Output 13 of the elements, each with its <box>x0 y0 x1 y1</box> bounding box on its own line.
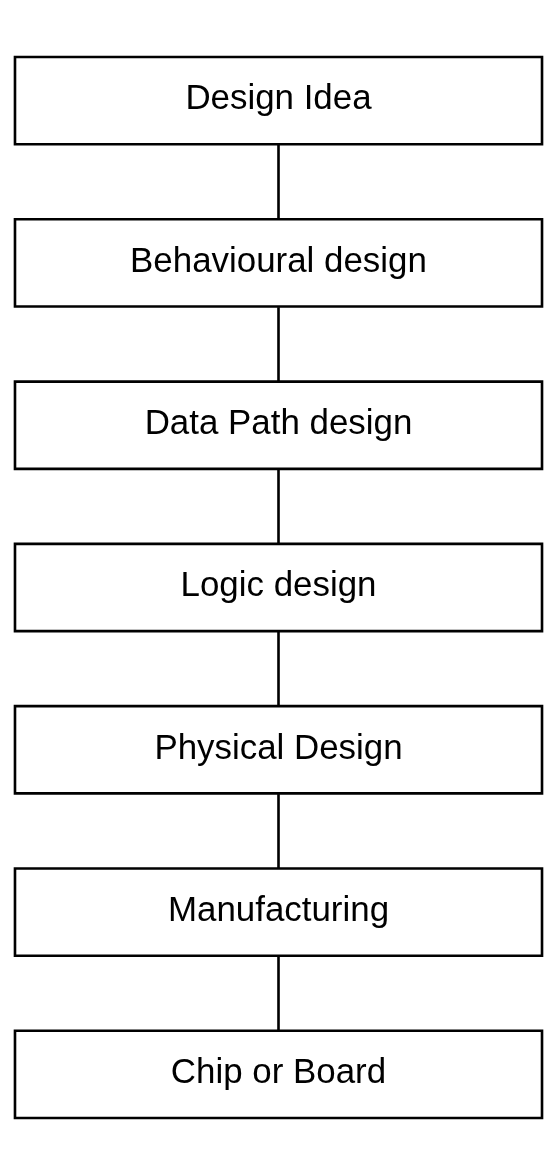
node-box: Logic design <box>13 542 544 632</box>
node-box: Design Idea <box>13 55 544 146</box>
node-box: Behavioural design <box>13 217 544 308</box>
connector <box>277 955 280 1030</box>
connector <box>277 631 280 706</box>
connector <box>277 793 280 868</box>
node-box: Manufacturing <box>13 866 544 957</box>
node-box: Chip or Board <box>13 1028 544 1119</box>
node-box: Physical Design <box>13 704 544 795</box>
connector <box>277 144 280 219</box>
connector <box>277 469 280 544</box>
connector <box>277 306 280 381</box>
node-box: Data Path design <box>13 379 544 470</box>
